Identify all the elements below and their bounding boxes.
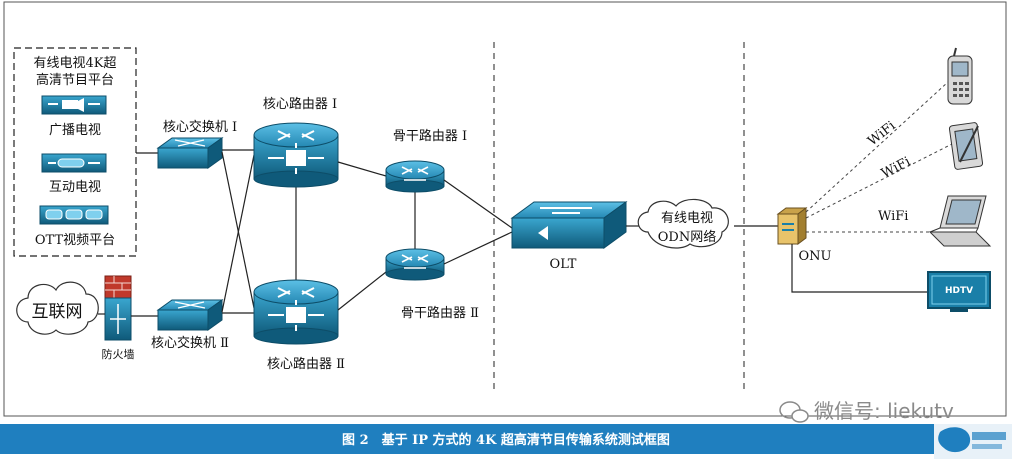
link-switch1-router2 — [221, 151, 255, 309]
platform-group — [13, 47, 137, 257]
core-router-2-label: 核心路由器 Ⅱ — [267, 356, 345, 372]
backbone-router-2-icon — [385, 248, 445, 281]
wechat-icon — [779, 401, 809, 423]
core-router-1-label: 核心路由器 I — [263, 96, 337, 112]
core-router-2-icon — [253, 279, 339, 345]
firewall-icon — [104, 275, 132, 341]
tablet-icon — [948, 122, 984, 170]
backbone-router-1-icon — [385, 160, 445, 193]
laptop-icon — [928, 195, 992, 247]
onu-icon — [776, 207, 808, 245]
internet-cloud-icon — [16, 281, 99, 335]
core-switch-2-label: 核心交换机 Ⅱ — [151, 335, 229, 351]
outer-frame — [3, 1, 1007, 417]
caption-bar — [0, 424, 1012, 454]
onu-label: ONU — [799, 249, 832, 264]
core-switch-1-icon — [156, 137, 224, 169]
odn-label-line1: 有线电视 — [661, 211, 713, 226]
broadcast-label: 广播电视 — [49, 123, 101, 138]
backbone-router-1-label: 骨干路由器 I — [393, 128, 467, 144]
core-router-1-icon — [253, 122, 339, 188]
core-switch-1-label: 核心交换机 I — [163, 119, 237, 135]
olt-label: OLT — [550, 257, 577, 272]
hdtv-icon — [927, 271, 991, 312]
link-backbone2-olt — [443, 231, 513, 265]
figure-caption: 图 2 基于 IP 方式的 4K 超高清节目传输系统测试框图 — [342, 432, 670, 448]
wifi-label-tablet: WiFi — [879, 154, 913, 181]
hdtv-label: HDTV — [945, 286, 973, 296]
platform-title-line2: 高清节目平台 — [36, 72, 114, 88]
wechat-watermark: 微信号: liekutv — [779, 399, 954, 423]
core-switch-2-icon — [156, 299, 224, 331]
wifi-link-tablet — [805, 143, 953, 219]
ott-label: OTT视频平台 — [35, 233, 115, 248]
wifi-link-phone — [805, 81, 949, 213]
watermark-text: 微信号: liekutv — [814, 399, 954, 423]
link-core1-backbone1 — [337, 161, 387, 177]
interactive-label: 互动电视 — [49, 180, 101, 195]
link-onu-hdtv — [791, 244, 928, 293]
wifi-label-laptop: WiFi — [878, 209, 908, 224]
corner-logo — [934, 424, 1012, 459]
link-switch2-router1 — [221, 154, 255, 313]
odn-label-line2: ODN网络 — [658, 229, 716, 245]
olt-icon — [510, 201, 628, 249]
odn-cloud-icon — [637, 198, 729, 249]
mobile-phone-icon — [947, 47, 973, 105]
backbone-router-2-label: 骨干路由器 Ⅱ — [401, 305, 479, 321]
link-backbone1-olt — [443, 179, 513, 229]
interactive-server-icon — [41, 153, 107, 173]
link-core2-backbone2 — [337, 271, 387, 311]
broadcast-server-icon — [41, 95, 107, 115]
wifi-label-phone: WiFi — [865, 119, 898, 150]
ott-server-icon — [39, 205, 109, 225]
platform-title-line1: 有线电视4K超 — [34, 56, 117, 71]
internet-label: 互联网 — [32, 302, 83, 322]
firewall-label: 防火墙 — [102, 347, 135, 361]
